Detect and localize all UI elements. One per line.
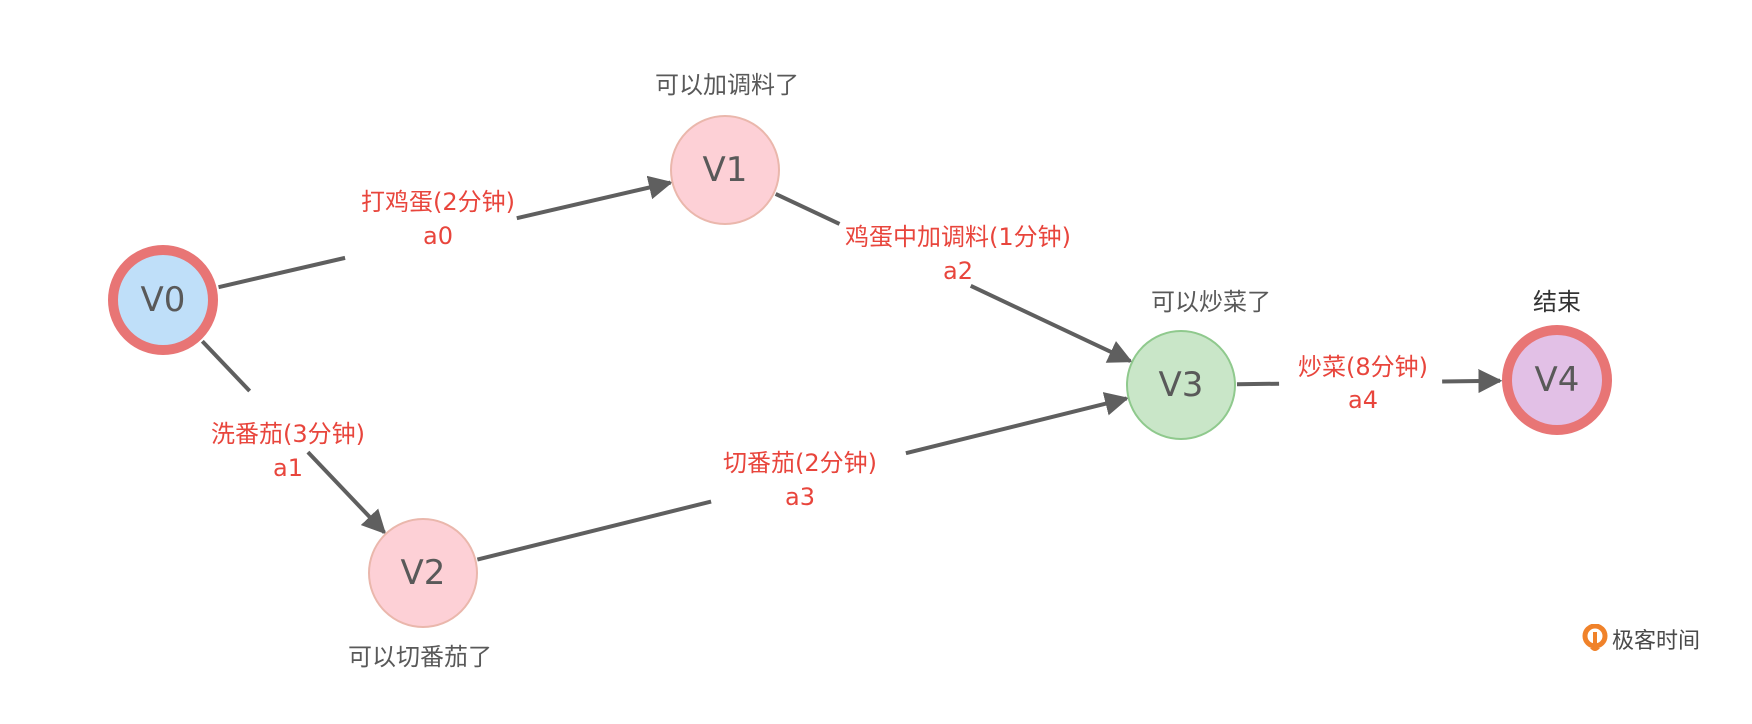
state-label-v4: 结束	[1533, 288, 1581, 316]
node-v2-label: V2	[401, 553, 446, 593]
edge-label-a2: 鸡蛋中加调料(1分钟) a2	[845, 223, 1071, 285]
node-v3-circle	[1126, 330, 1236, 440]
edge-label-a3: 切番茄(2分钟) a3	[723, 449, 877, 511]
edge-a0-arrow	[516, 175, 673, 221]
edges-layer	[200, 175, 1503, 562]
node-v1-circle	[670, 115, 780, 225]
edge-a3-arrow	[905, 392, 1129, 456]
edge-activity-a2: 鸡蛋中加调料(1分钟)	[845, 223, 1071, 251]
node-v1-label: V1	[703, 150, 748, 190]
node-v2: V2	[368, 518, 478, 628]
edge-a4-arrow	[1442, 369, 1503, 394]
node-v3-label: V3	[1159, 365, 1204, 405]
edge-name-a3: a3	[785, 483, 815, 511]
node-v2-circle	[368, 518, 478, 628]
state-label-v1: 可以加调料了	[655, 71, 799, 99]
edge-a0-segment-start	[218, 255, 346, 290]
geektime-logo-icon	[1582, 624, 1608, 651]
edge-a2-arrow	[969, 284, 1133, 363]
node-v4-circle	[1502, 325, 1612, 435]
geektime-brand-text: 极客时间	[1612, 629, 1701, 654]
edge-label-a0: 打鸡蛋(2分钟) a0	[361, 188, 515, 250]
edge-a1-segment-start	[200, 339, 252, 393]
node-v4-label: V4	[1535, 360, 1580, 400]
geektime-watermark: 极客时间	[1582, 623, 1700, 655]
edge-a3-segment-start	[476, 499, 712, 562]
node-v4: V4	[1502, 325, 1612, 435]
node-v1: V1	[670, 115, 780, 225]
node-v0-label: V0	[141, 280, 186, 320]
edge-name-a1: a1	[273, 454, 303, 482]
state-label-v3: 可以炒菜了	[1151, 288, 1271, 316]
edge-a1-arrow	[306, 450, 387, 535]
node-v0-circle	[108, 245, 218, 355]
edge-activity-a3: 切番茄(2分钟)	[723, 449, 877, 477]
node-v0: V0	[108, 245, 218, 355]
edge-name-a2: a2	[943, 257, 973, 285]
edge-name-a0: a0	[423, 222, 453, 250]
edge-label-a4: 炒菜(8分钟) a4	[1298, 353, 1428, 414]
edge-activity-a4: 炒菜(8分钟)	[1298, 353, 1428, 381]
edge-activity-a0: 打鸡蛋(2分钟)	[361, 188, 515, 216]
edge-label-a1: 洗番茄(3分钟) a1	[211, 420, 365, 482]
edge-name-a4: a4	[1348, 386, 1378, 414]
state-label-v2: 可以切番茄了	[348, 643, 492, 671]
edge-activity-a1: 洗番茄(3分钟)	[211, 420, 365, 448]
edge-a4-segment-start	[1236, 381, 1280, 387]
edge-a2-segment-start	[774, 192, 841, 226]
node-v3: V3	[1126, 330, 1236, 440]
